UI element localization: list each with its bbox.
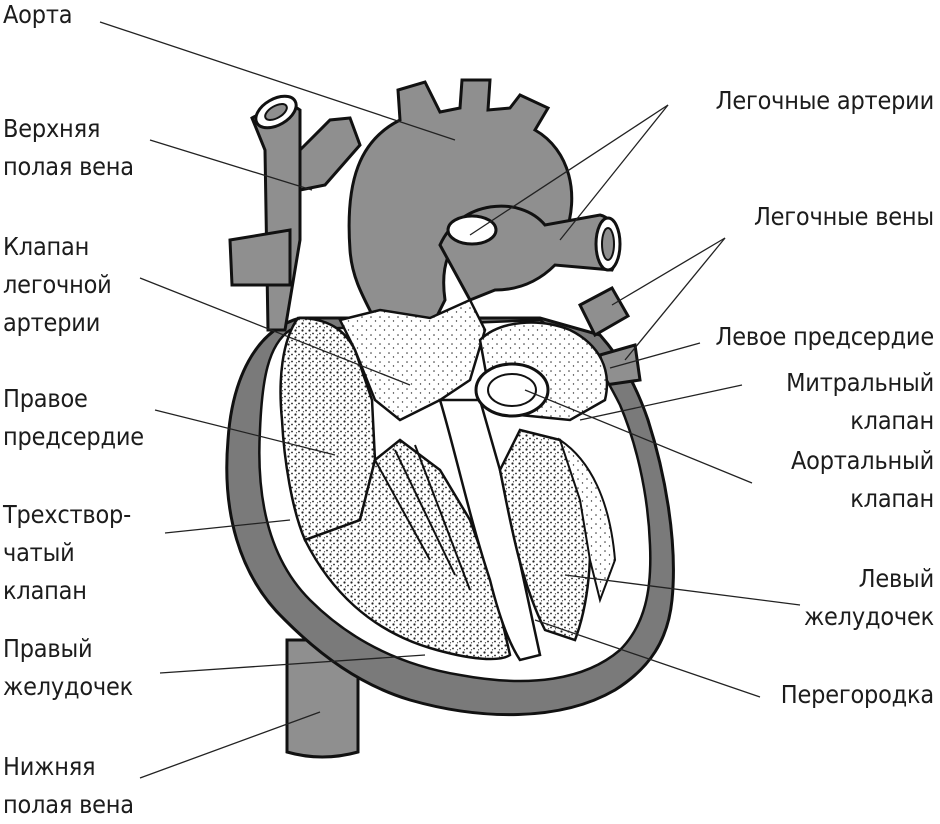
label-tricuspid-line1: Трехствор- xyxy=(3,500,132,529)
label-septum: Перегородка xyxy=(781,676,934,714)
label-mitral-line1: Митральный xyxy=(786,368,934,397)
label-left-ventricle-line1: Левый xyxy=(858,564,935,593)
label-aorta: Аорта xyxy=(3,0,73,34)
label-inferior-vena-cava: Нижняя полая вена xyxy=(3,748,134,824)
label-aortic-valve-line1: Аортальный xyxy=(790,446,934,475)
label-tricuspid-valve: Трехствор- чатый клапан xyxy=(3,496,131,610)
label-ivc-line2: полая вена xyxy=(3,790,134,819)
label-ivc-line1: Нижняя xyxy=(3,752,96,781)
label-pulmonary-veins: Легочные вены xyxy=(754,198,934,236)
label-pulmonary-valve: Клапан легочной артерии xyxy=(3,228,112,342)
label-svc-line2: полая вена xyxy=(3,152,134,181)
right-atrium xyxy=(279,316,377,542)
label-right-ventricle: Правый желудочек xyxy=(3,630,133,706)
label-left-atrium: Левое предсердие xyxy=(715,318,935,356)
label-aortic-valve-line2: клапан xyxy=(850,484,934,513)
label-pulmonary-arteries: Легочные артерии xyxy=(715,82,935,120)
inferior-vena-cava xyxy=(285,638,360,759)
label-pulm-valve-line2: легочной xyxy=(3,270,112,299)
label-right-atrium-line2: предсердие xyxy=(3,422,144,451)
label-mitral-valve: Митральный клапан xyxy=(786,364,934,440)
label-pulm-valve-line1: Клапан xyxy=(3,232,90,261)
label-right-ventricle-line2: желудочек xyxy=(3,672,134,701)
label-aorta-line1: Аорта xyxy=(3,0,73,29)
label-left-ventricle: Левый желудочек xyxy=(804,560,934,636)
label-superior-vena-cava: Верхняя полая вена xyxy=(3,110,134,186)
label-septum-line1: Перегородка xyxy=(780,680,934,709)
label-mitral-line2: клапан xyxy=(850,406,934,435)
label-pulm-veins-line1: Легочные вены xyxy=(753,202,934,231)
label-tricuspid-line3: клапан xyxy=(3,576,87,605)
pulmonary-artery-opening xyxy=(446,214,498,246)
label-tricuspid-line2: чатый xyxy=(3,538,75,567)
aorta-arch xyxy=(347,78,574,332)
superior-vena-cava xyxy=(250,98,302,332)
label-left-atrium-line1: Левое предсердие xyxy=(715,322,935,351)
pulmonary-valve-region xyxy=(338,298,487,422)
pulmonary-vein-upper xyxy=(578,285,631,338)
label-svc-line1: Верхняя xyxy=(3,114,101,143)
leader-lines xyxy=(99,21,801,779)
label-right-ventricle-line1: Правый xyxy=(3,634,93,663)
label-right-atrium-line1: Правое xyxy=(3,384,88,413)
label-pulm-valve-line3: артерии xyxy=(3,308,101,337)
label-left-ventricle-line2: желудочек xyxy=(803,602,934,631)
label-pulm-arteries-line1: Легочные артерии xyxy=(715,86,935,115)
label-right-atrium: Правое предсердие xyxy=(3,380,144,456)
label-aortic-valve: Аортальный клапан xyxy=(791,442,934,518)
